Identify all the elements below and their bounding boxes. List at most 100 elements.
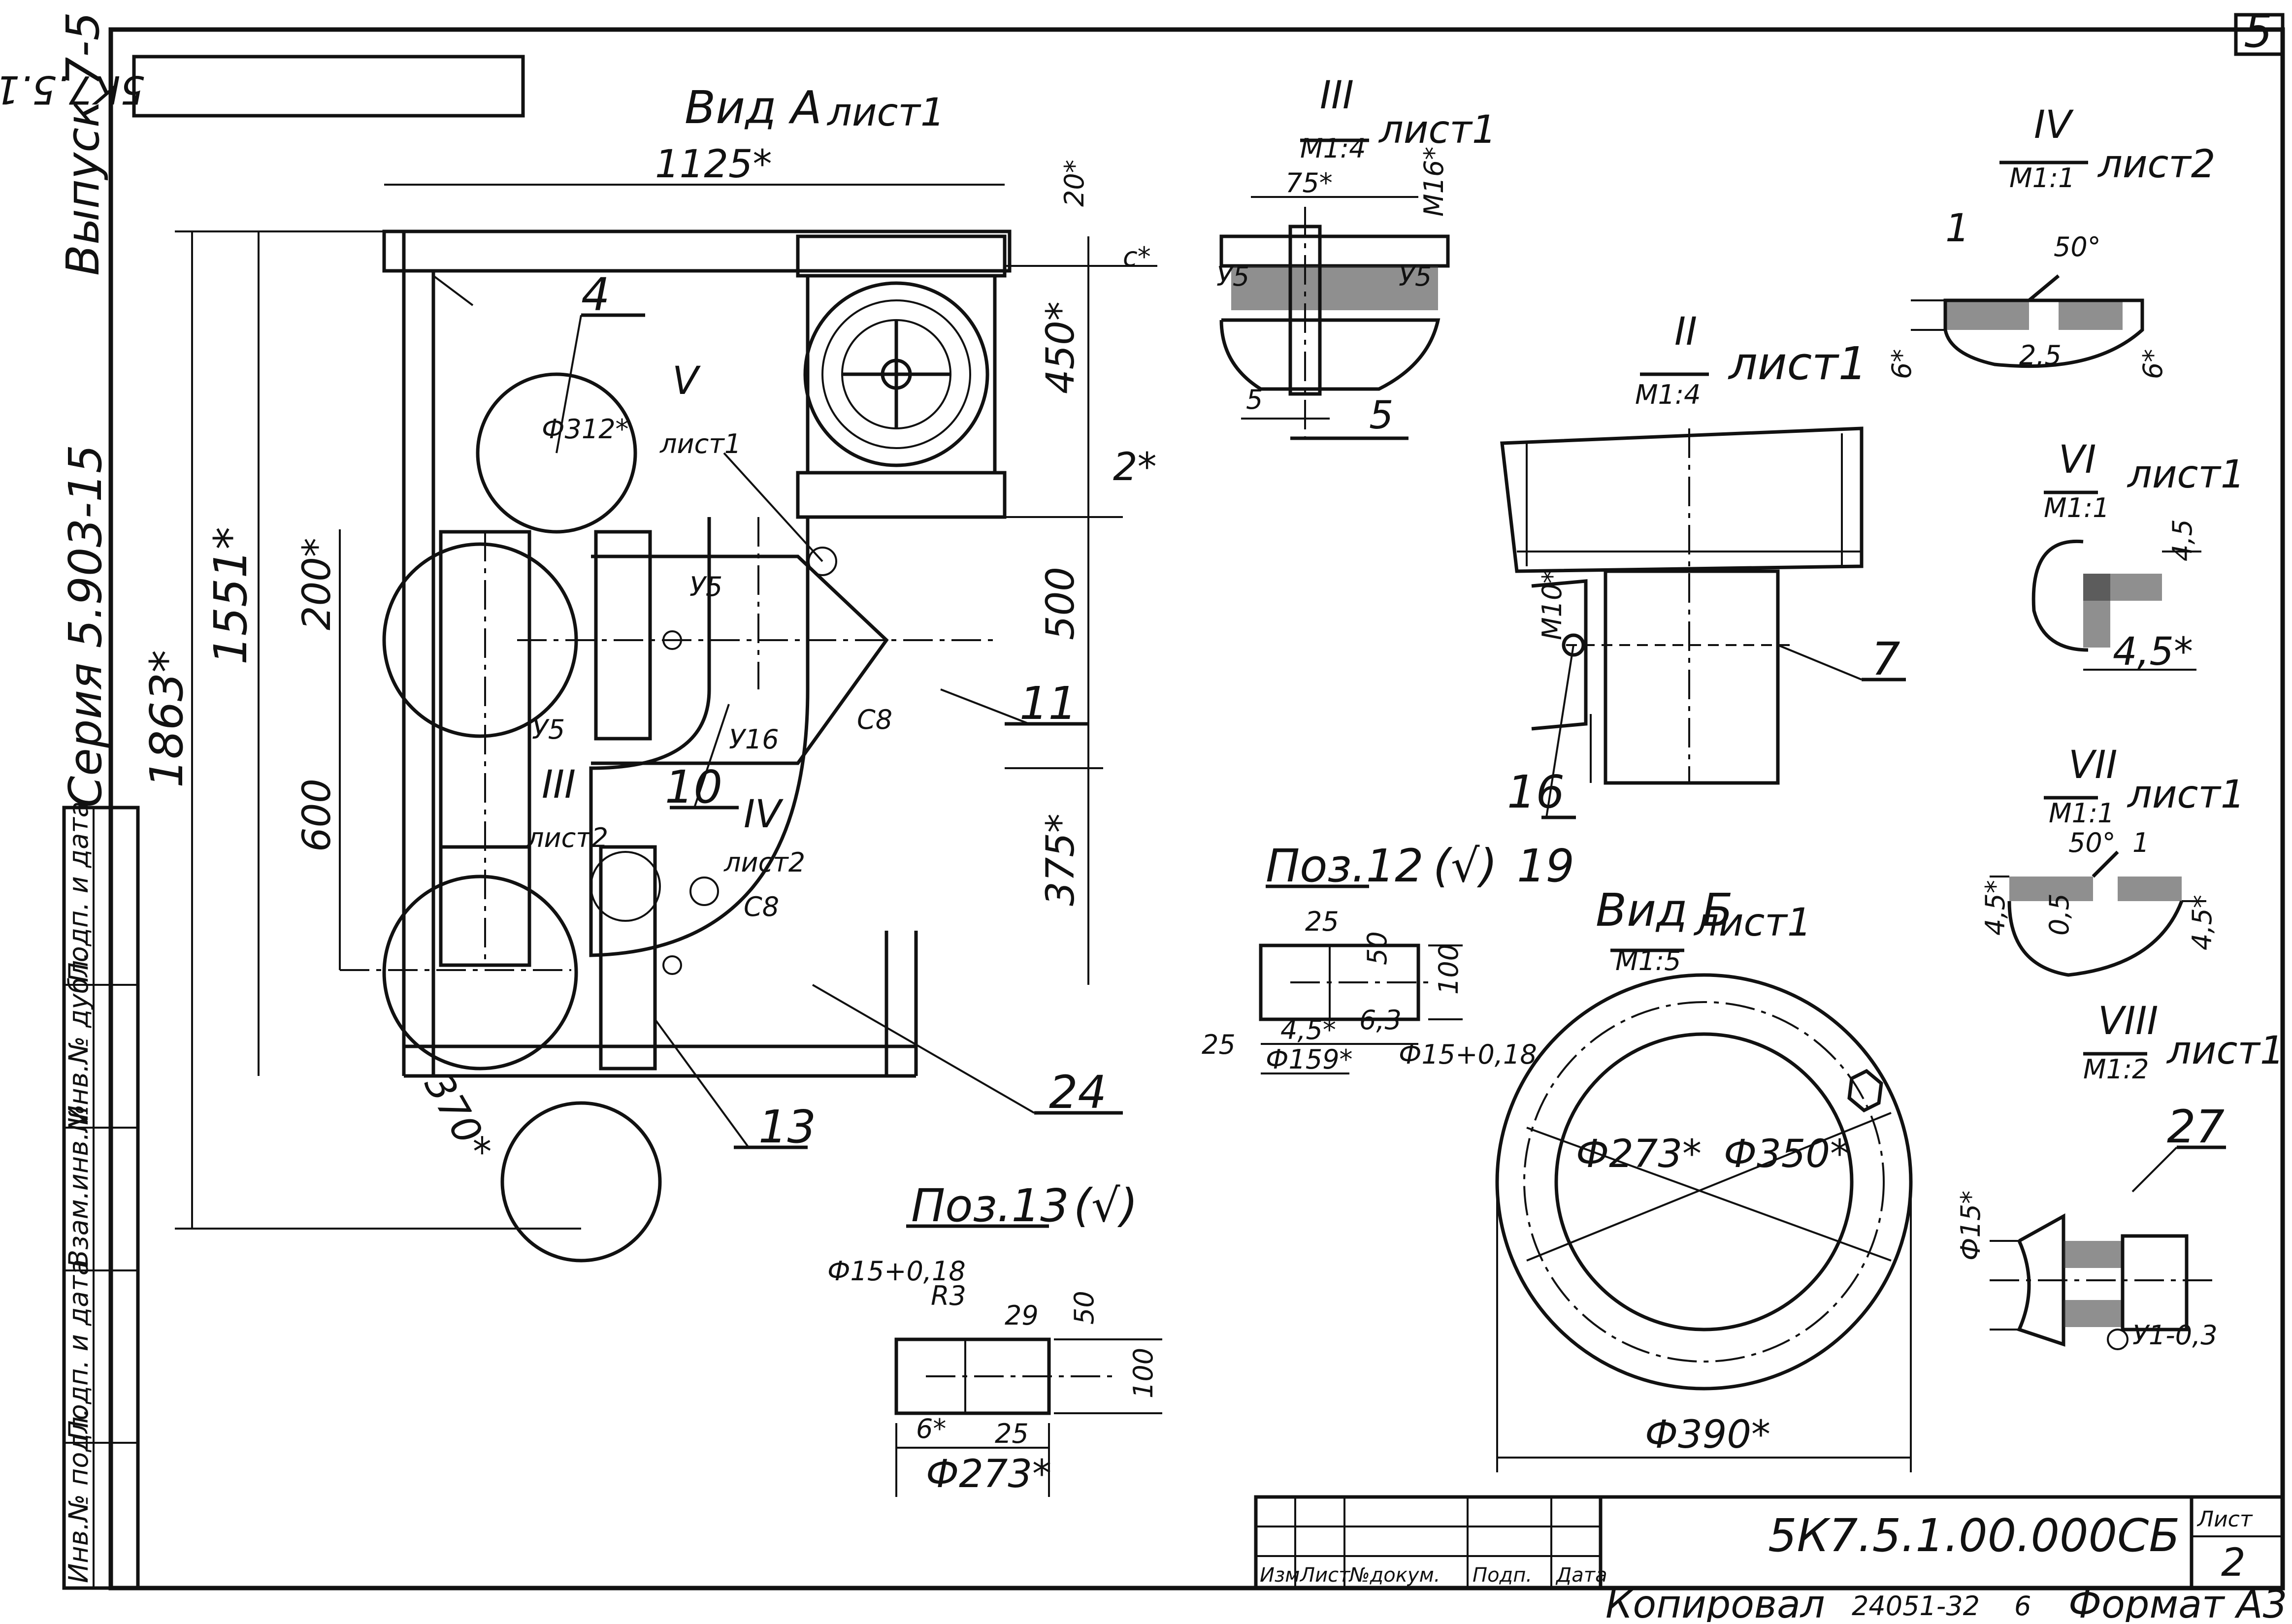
detail-vii-num: VII <box>2068 743 2117 787</box>
view-a-dim-phi312: Ф312* <box>542 414 629 445</box>
detail-iv-dim-6a: 6* <box>1886 349 1917 379</box>
view-a-dim-370: 370* <box>416 1066 500 1169</box>
view-b-dim-phi350: Ф350* <box>1724 1132 1849 1176</box>
callout-16: 16 <box>1507 766 1565 818</box>
view-a-dim-500: 500 <box>1039 567 1083 640</box>
vypusk-label: Выпуск 7-5 <box>57 12 109 276</box>
poz13-dim-50: 50 <box>1069 1291 1100 1325</box>
ref-iii-num: III <box>542 763 576 807</box>
ref-iii-sheet: лист2 <box>526 822 608 853</box>
view-a-dim-1863: 1863* <box>140 650 193 788</box>
detail-viii-scale: М1:2 <box>2083 1054 2149 1085</box>
detail-ii-num: II <box>1674 310 1697 354</box>
poz12-symbol: (√) <box>1433 840 1497 892</box>
detail-iii-dim-5a: 5 <box>1246 384 1263 415</box>
tb-doc-code: 5К7.5.1.00.000СБ <box>1768 1509 2180 1562</box>
view-b-title: Вид Б <box>1596 884 1733 937</box>
detail-vii-scale: М1:1 <box>2049 798 2115 829</box>
detail-viii-weld: У1-0,3 <box>2132 1320 2218 1351</box>
view-a <box>175 184 1157 1263</box>
poz13-dim-phi15: Ф15+0,18 <box>827 1256 966 1287</box>
detail-ii <box>1500 372 1906 819</box>
poz12-dim-45: 4,5* <box>1280 1014 1336 1045</box>
poz12-dim-63: 6,3 <box>1359 1005 1402 1036</box>
detail-vi-num: VI <box>2059 438 2096 482</box>
detail-iii-dim-5b: 5 <box>1369 393 1394 438</box>
poz13-dim-100: 100 <box>1128 1348 1159 1398</box>
detail-vi-sheet: лист1 <box>2127 453 2245 497</box>
tb-col-dokum: №докум. <box>1348 1564 1440 1587</box>
detail-iv-dim-50deg: 50° <box>2054 231 2101 262</box>
detail-ii-sheet: лист1 <box>1728 337 1867 390</box>
view-a-sheet: лист1 <box>826 91 945 135</box>
detail-iii-weld-b: У5 <box>1399 261 1432 292</box>
tb-col-podp: Подп. <box>1473 1564 1532 1587</box>
stamp-vzam-inv: Взам.инв.№ <box>63 1104 94 1268</box>
tb-copied: Копировал <box>1605 1583 1825 1622</box>
view-a-dim-1551: 1551* <box>204 527 257 665</box>
view-b <box>1495 948 1913 1472</box>
detail-ii-dim-m10: M10* <box>1537 570 1568 640</box>
detail-iii-dim-m16: M16* <box>1418 147 1449 217</box>
detail-vii <box>1990 796 2206 977</box>
detail-iii-sheet: лист1 <box>1378 108 1497 152</box>
detail-iv-scale: М1:1 <box>2009 162 2075 194</box>
detail-iii-scale: М1:4 <box>1300 133 1366 164</box>
detail-iv <box>1911 161 2144 368</box>
poz12-dim-phi159: Ф159* <box>1266 1044 1353 1075</box>
stamp-inv-dubl: Инв.№ дубл. <box>63 952 94 1125</box>
view-b-dim-phi390: Ф390* <box>1645 1413 1770 1457</box>
detail-viii-num: VIII <box>2098 999 2158 1043</box>
detail-viii-dim-phi15: Ф15* <box>1955 1191 1986 1261</box>
poz12-dim-25b: 25 <box>1202 1029 1236 1060</box>
weld-u5-b: У5 <box>532 714 565 745</box>
tb-format: Формат А3 <box>2068 1583 2287 1622</box>
tb-col-data: Дата <box>1555 1564 1607 1587</box>
detail-vi-dim-45a: 4,5 <box>2167 519 2198 561</box>
poz12-title: Поз.12 <box>1266 840 1424 892</box>
view-a-dim-top: 20* <box>1059 160 1090 207</box>
weld-u16: У16 <box>729 724 779 755</box>
callout-27: 27 <box>2167 1101 2225 1153</box>
view-a-title: Вид А <box>685 81 822 134</box>
tb-order: 24051-32 <box>1852 1591 1980 1622</box>
detail-vii-dim-50deg: 50° <box>2068 827 2116 858</box>
weld-c8-b: С8 <box>744 891 779 922</box>
tb-sheet-label: Лист <box>2196 1507 2253 1532</box>
poz13-title: Поз.13 <box>911 1179 1069 1232</box>
callout-24: 24 <box>1049 1066 1107 1119</box>
stamp-podp-data-2: Подп. и дата <box>63 1259 94 1440</box>
view-a-dim-200: 200* <box>295 538 339 630</box>
view-a-dim-600: 600 <box>295 779 339 852</box>
ref-v-num: V <box>672 359 701 403</box>
seriya-label: Серия 5.903-15 <box>59 445 112 808</box>
title-block <box>1254 1495 2285 1590</box>
detail-vii-sheet: лист1 <box>2127 773 2245 817</box>
poz12-dim-25: 25 <box>1305 906 1339 937</box>
poz13-symbol: (√) <box>1074 1179 1138 1232</box>
view-a-dim-450: 450* <box>1039 301 1083 394</box>
tb-sheet-num: 2 <box>2221 1541 2246 1585</box>
detail-iv-dim-6b: 6* <box>2137 349 2168 379</box>
poz13-dim-r3: R3 <box>931 1280 966 1311</box>
sheet-frame <box>64 13 2285 1591</box>
detail-vi-dim-45b: 4,5* <box>2113 630 2193 674</box>
poz12-dim-100: 100 <box>1433 944 1464 995</box>
detail-iii-num: III <box>1320 73 1354 118</box>
view-b-scale: М1:5 <box>1615 945 1681 976</box>
detail-iv-sheet: лист2 <box>2097 142 2216 187</box>
view-b-sheet: лист1 <box>1693 901 1812 945</box>
poz13-dim-25: 25 <box>995 1418 1029 1449</box>
detail-ii-scale: М1:4 <box>1635 379 1701 410</box>
callout-11: 11 <box>1019 677 1077 730</box>
detail-vii-dim-45b: 4,5* <box>2187 895 2218 950</box>
detail-viii-sheet: лист1 <box>2166 1029 2285 1073</box>
detail-iv-num: IV <box>2034 103 2074 147</box>
poz12-dim-phi15: Ф15+0,18 <box>1399 1039 1537 1070</box>
sheet-number: 5 <box>2244 5 2273 58</box>
callout-13: 13 <box>758 1101 816 1153</box>
view-a-dim-width: 1125* <box>655 142 772 187</box>
view-b-dim-phi273: Ф273* <box>1576 1132 1702 1176</box>
